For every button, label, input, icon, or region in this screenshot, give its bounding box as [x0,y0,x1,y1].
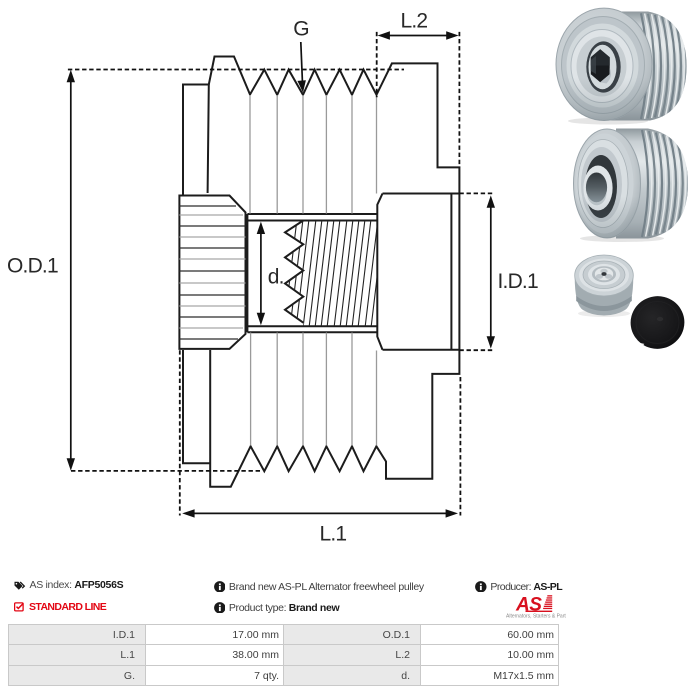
svg-text:I.D.1: I.D.1 [498,270,538,293]
svg-text:AS: AS [515,595,542,616]
svg-text:O.D.1: O.D.1 [7,255,58,278]
svg-text:L.2: L.2 [401,9,428,32]
svg-text:G: G [293,17,309,40]
svg-text:d.: d. [268,266,284,289]
svg-text:L.1: L.1 [320,522,347,545]
svg-text:Alternators, Starters & Parts: Alternators, Starters & Parts [506,613,566,619]
